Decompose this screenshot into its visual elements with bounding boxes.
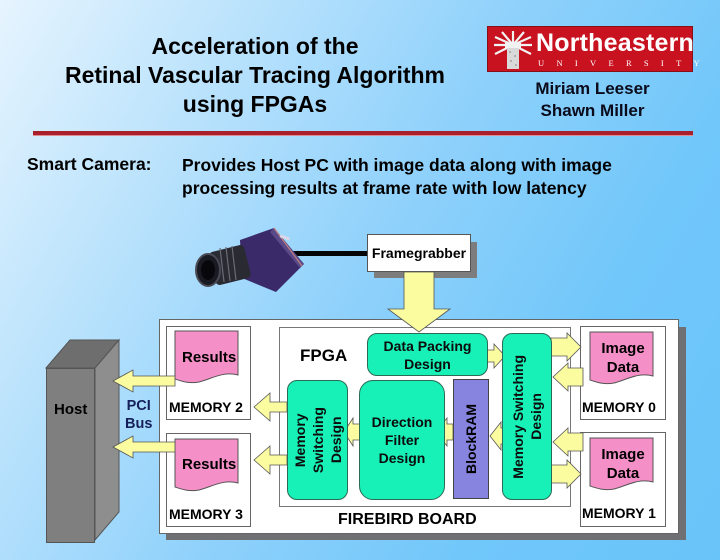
mem-switch-left-line-2: Switching bbox=[309, 406, 326, 474]
memory-2-results-label: Results bbox=[182, 349, 237, 366]
smart-camera-description: Provides Host PC with image data along w… bbox=[182, 154, 702, 200]
direction-filter-line-2: Filter bbox=[384, 432, 420, 448]
image-label: Image bbox=[601, 446, 645, 463]
fpga-label: FPGA bbox=[300, 346, 348, 365]
author-1: Miriam Leeser bbox=[535, 79, 650, 98]
mem-switch-left-line-1: Memory bbox=[291, 413, 308, 467]
title-divider bbox=[33, 131, 693, 135]
mem-switch-right-line-1: Memory Switching bbox=[510, 354, 526, 479]
memory-switching-design-left: Memory Switching Design bbox=[287, 380, 348, 500]
northeastern-logo: Northeastern UNIVERSITY bbox=[487, 26, 700, 72]
data-packing-line-1: Data Packing bbox=[383, 337, 472, 354]
data-packing-line-2: Design bbox=[404, 355, 451, 372]
authors: Miriam Leeser Shawn Miller bbox=[500, 78, 685, 122]
memory-0-image-data-label: Image Data bbox=[596, 339, 650, 377]
slide-title: Acceleration of the Retinal Vascular Tra… bbox=[20, 32, 490, 119]
logo-name: Northeastern bbox=[536, 29, 694, 57]
memory-2-label: MEMORY 2 bbox=[169, 399, 243, 415]
host-label: Host bbox=[54, 401, 88, 418]
blockram-label: BlockRAM bbox=[463, 403, 479, 474]
camera-icon bbox=[195, 227, 304, 292]
torch-emblem-icon bbox=[494, 31, 532, 69]
mem-switch-right-line-2: Design bbox=[528, 393, 544, 440]
title-line-1: Acceleration of the bbox=[151, 33, 359, 59]
memory0-to-switch-arrow bbox=[552, 362, 584, 392]
data-packing-design: Data Packing Design bbox=[367, 333, 488, 376]
host-computer bbox=[46, 368, 95, 543]
data-label: Data bbox=[606, 359, 640, 376]
memory3-to-host-arrow bbox=[112, 435, 176, 459]
switch-to-memory3-arrow bbox=[253, 445, 288, 475]
logo-subtitle: UNIVERSITY bbox=[538, 58, 712, 68]
memory-0-label: MEMORY 0 bbox=[582, 399, 656, 415]
packing-to-switch-arrow bbox=[486, 342, 506, 370]
image-label: Image bbox=[601, 340, 645, 357]
pci-bus-label: PCI Bus bbox=[125, 397, 152, 433]
framegrabber-box: Framegrabber bbox=[367, 234, 471, 272]
memory1-to-switch-arrow bbox=[552, 427, 584, 457]
author-2: Shawn Miller bbox=[540, 101, 645, 120]
mem-switch-left-line-3: Design bbox=[327, 416, 344, 464]
switch-to-memory2-arrow bbox=[253, 392, 288, 422]
direction-filter-line-3: Design bbox=[378, 450, 426, 466]
camera-cable bbox=[290, 251, 370, 256]
pci-label: PCI bbox=[126, 398, 151, 414]
blockram-block: BlockRAM bbox=[453, 379, 489, 499]
data-label: Data bbox=[606, 465, 640, 482]
title-line-3: using FPGAs bbox=[182, 91, 328, 117]
smart-camera-label: Smart Camera: bbox=[27, 154, 152, 174]
direction-filter-line-1: Direction bbox=[371, 414, 433, 430]
direction-filter-design: Direction Filter Design bbox=[359, 380, 445, 500]
filter-to-switch-arrow bbox=[343, 416, 361, 448]
framegrabber-to-fpga-arrow bbox=[386, 271, 452, 333]
memory-3-label: MEMORY 3 bbox=[169, 506, 243, 522]
title-line-2: Retinal Vascular Tracing Algorithm bbox=[64, 62, 446, 88]
memory-3-results-label: Results bbox=[182, 456, 237, 473]
switch-to-memory0-arrow bbox=[550, 332, 582, 362]
memory-switching-design-right: Memory Switching Design bbox=[502, 333, 552, 500]
switch-to-memory1-arrow bbox=[550, 459, 582, 489]
description-line-2: processing results at frame rate with lo… bbox=[182, 178, 587, 198]
memory-1-image-data-label: Image Data bbox=[596, 445, 650, 483]
memory-1-label: MEMORY 1 bbox=[582, 505, 656, 521]
memory2-to-host-arrow bbox=[112, 369, 176, 393]
description-line-1: Provides Host PC with image data along w… bbox=[182, 155, 612, 175]
board-label: FIREBIRD BOARD bbox=[338, 511, 477, 528]
bus-label: Bus bbox=[125, 416, 153, 432]
